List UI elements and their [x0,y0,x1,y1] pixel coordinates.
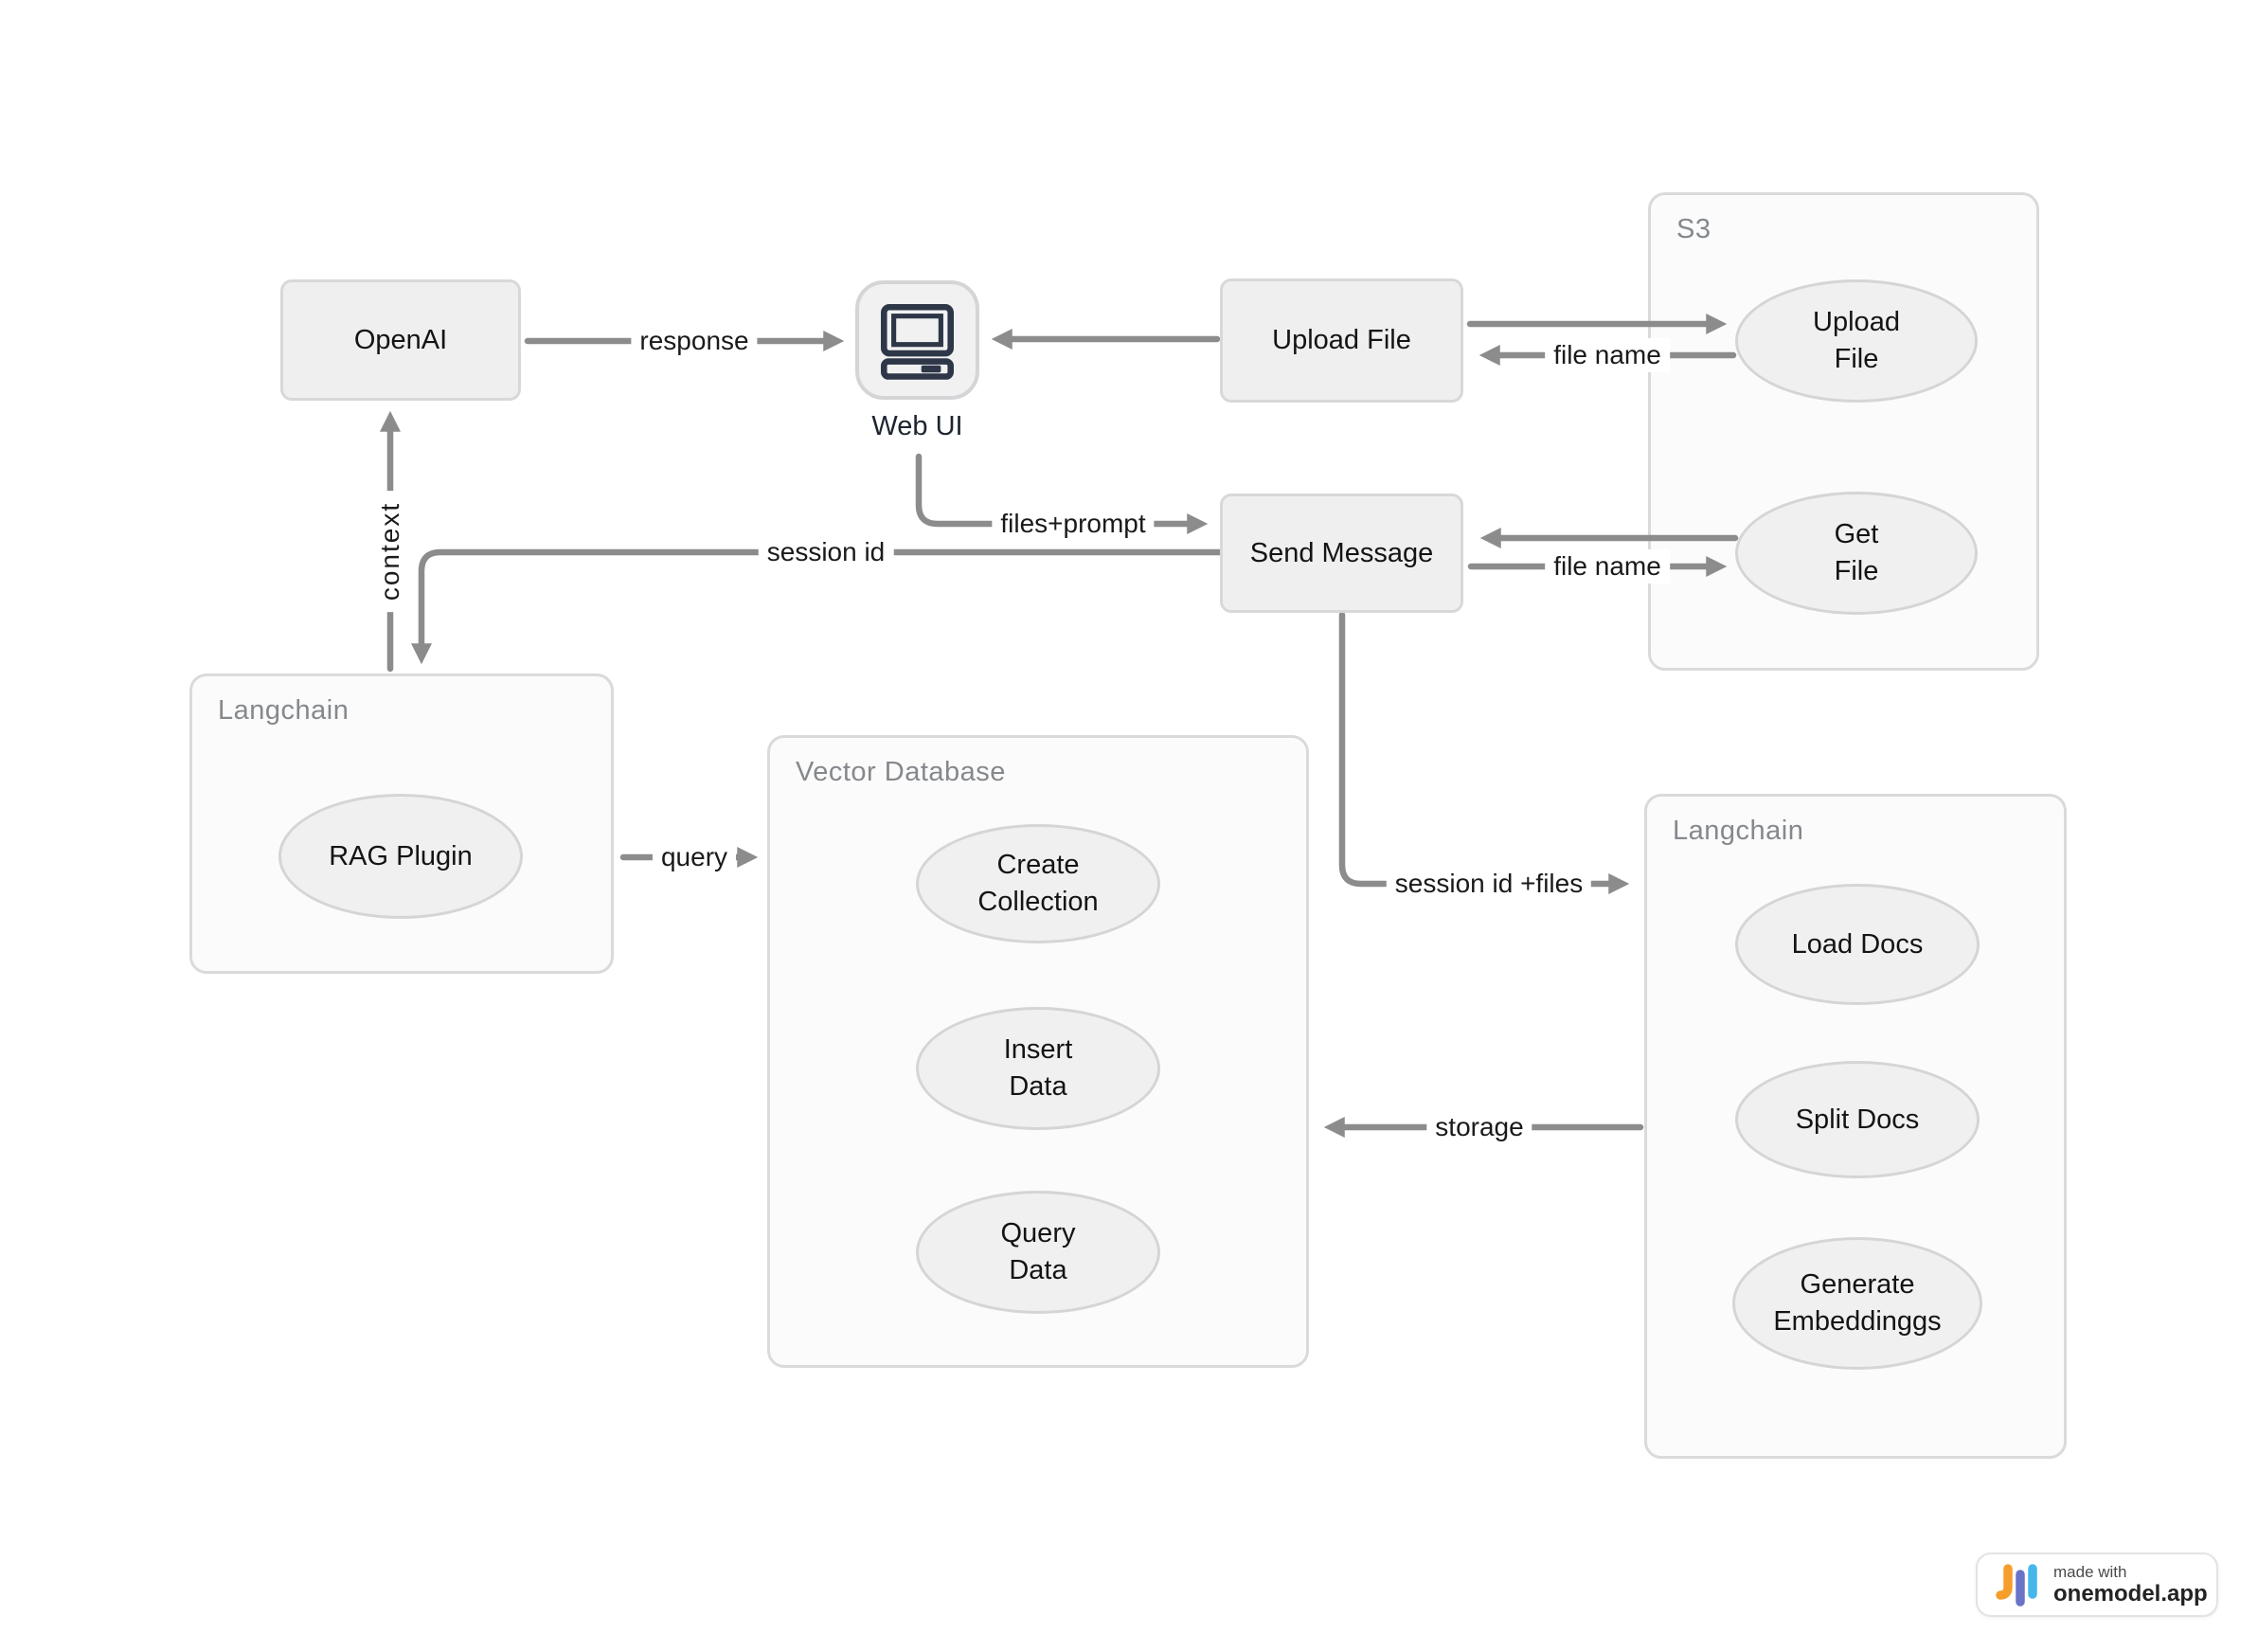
computer-icon [881,303,954,380]
container-langchain-right-title: Langchain [1673,816,1804,846]
node-create-collection-line1: Create [996,850,1080,880]
node-rag-plugin[interactable]: RAG Plugin [278,794,523,919]
edge-label-session-id: session id [758,535,894,569]
node-s3-get-file-line2: File [1834,556,1879,586]
node-web-ui-label: Web UI [871,411,963,441]
node-openai-label: OpenAI [353,324,448,355]
edge-label-files-prompt: files+prompt [992,507,1155,541]
node-send-message[interactable]: Send Message [1220,494,1463,613]
node-split-docs[interactable]: Split Docs [1735,1061,1980,1178]
node-generate-embeddings-line2: Embeddinggs [1773,1306,1942,1337]
node-insert-data-line1: Insert [1003,1034,1073,1065]
node-generate-embeddings-line1: Generate [1800,1269,1915,1300]
node-create-collection[interactable]: Create Collection [916,824,1160,943]
badge-brand-label: onemodel.app [2053,1581,2208,1607]
edge-label-storage: storage [1426,1110,1532,1144]
edge-label-response: response [631,324,758,358]
node-split-docs-label: Split Docs [1795,1104,1920,1135]
node-insert-data-line2: Data [1009,1071,1067,1102]
node-web-ui[interactable] [855,280,979,400]
edge-label-file-name-upload: file name [1545,338,1670,372]
edge-session-id-line [411,548,1224,665]
badge-made-with-label: made with [2053,1563,2127,1581]
node-query-data[interactable]: Query Data [916,1191,1160,1314]
node-upload-file[interactable]: Upload File [1220,278,1463,403]
node-insert-data[interactable]: Insert Data [916,1007,1160,1130]
edge-label-query: query [652,840,737,874]
node-query-data-line2: Data [1009,1255,1067,1285]
edge-files-prompt-line [915,453,1209,534]
node-s3-upload-file[interactable]: Upload File [1735,279,1978,403]
node-s3-upload-file-line1: Upload [1813,307,1900,337]
node-load-docs-label: Load Docs [1791,928,1924,960]
container-langchain-left-title: Langchain [218,695,349,726]
node-s3-get-file[interactable]: Get File [1735,492,1978,615]
node-send-message-label: Send Message [1249,537,1434,568]
node-s3-get-file-line1: Get [1834,519,1879,549]
node-create-collection-line2: Collection [977,887,1099,917]
edge-session-id-files-line [1338,611,1630,894]
node-generate-embeddings[interactable]: Generate Embeddinggs [1732,1237,1982,1370]
node-upload-file-label: Upload File [1272,325,1411,355]
node-load-docs[interactable]: Load Docs [1735,884,1980,1005]
node-query-data-line1: Query [1000,1218,1076,1248]
node-rag-plugin-label: RAG Plugin [329,840,473,871]
edge-label-file-name-get: file name [1545,549,1670,584]
container-vector-database-title: Vector Database [796,757,1006,787]
onemodel-badge[interactable]: made with onemodel.app [1976,1553,2218,1617]
edge-label-session-id-files: session id +files [1386,867,1592,901]
node-s3-upload-file-line2: File [1834,344,1879,374]
node-openai[interactable]: OpenAI [280,279,521,401]
onemodel-badge-text: made with onemodel.app [2053,1563,2208,1607]
container-s3-title: S3 [1676,214,1711,244]
onemodel-logo-icon [1996,1564,2037,1607]
edge-label-context: context [373,490,407,613]
